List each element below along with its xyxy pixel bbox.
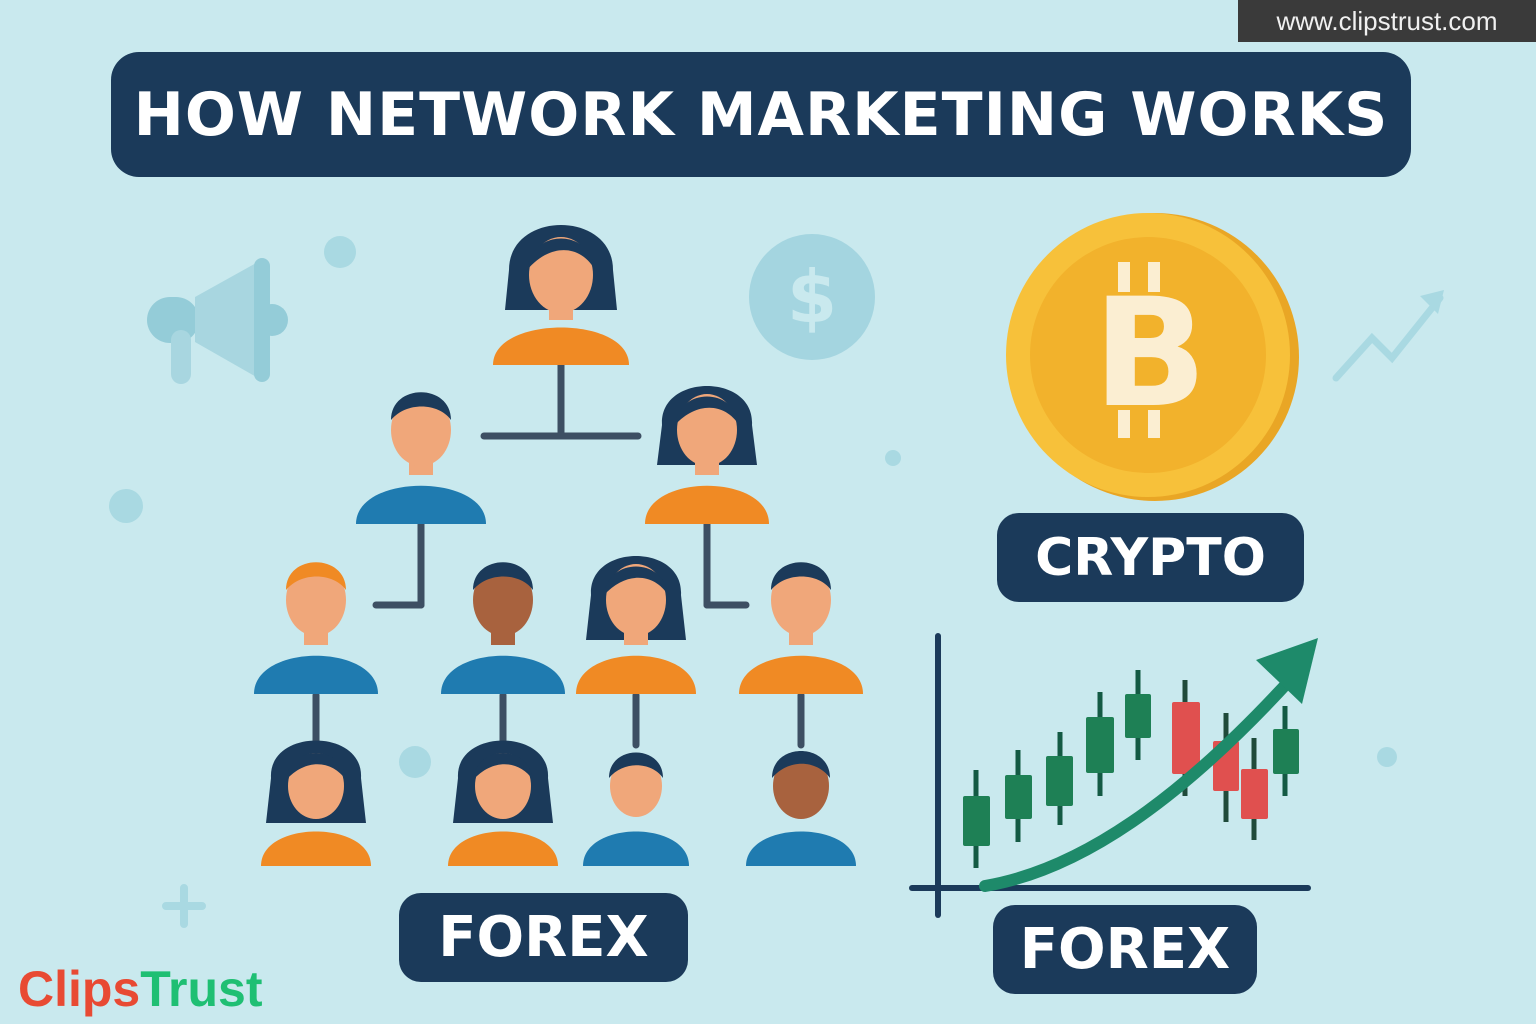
plus-icon [162, 884, 206, 928]
dollar-icon [749, 234, 875, 360]
decor-dot [324, 236, 356, 268]
clipstrust-logo: ClipsTrust [18, 960, 263, 1018]
person-r1 [645, 386, 769, 524]
tree-connectors [312, 361, 805, 749]
person-row2-3 [576, 556, 696, 694]
logo-part2: Trust [140, 961, 263, 1017]
forex-label-right: FOREX [993, 905, 1257, 994]
person-row3-4 [746, 751, 856, 866]
logo-part1: Clips [18, 961, 141, 1017]
forex-candlestick-chart [909, 633, 1318, 918]
megaphone-icon [147, 258, 288, 384]
person-l1 [356, 392, 486, 524]
crypto-label: CRYPTO [997, 513, 1304, 602]
watermark-url: www.clipstrust.com [1238, 0, 1536, 42]
bitcoin-coin-icon: B [1006, 213, 1299, 501]
person-row2-2 [441, 562, 565, 694]
decor-dot [109, 489, 143, 523]
decor-dot [399, 746, 431, 778]
person-top [493, 225, 629, 365]
svg-text:$: $ [787, 255, 837, 339]
growth-arrow-icon [979, 674, 1296, 892]
decor-dot [1377, 747, 1397, 767]
forex-label-left: FOREX [399, 893, 688, 982]
page-title: HOW NETWORK MARKETING WORKS [111, 52, 1411, 177]
person-row2-4 [739, 562, 863, 694]
person-row3-3 [583, 752, 689, 866]
person-row3-2 [448, 740, 558, 866]
person-row2-1 [254, 562, 378, 694]
decor-dot [885, 450, 901, 466]
person-row3-1 [261, 740, 371, 866]
trend-arrow-icon [1332, 294, 1444, 382]
